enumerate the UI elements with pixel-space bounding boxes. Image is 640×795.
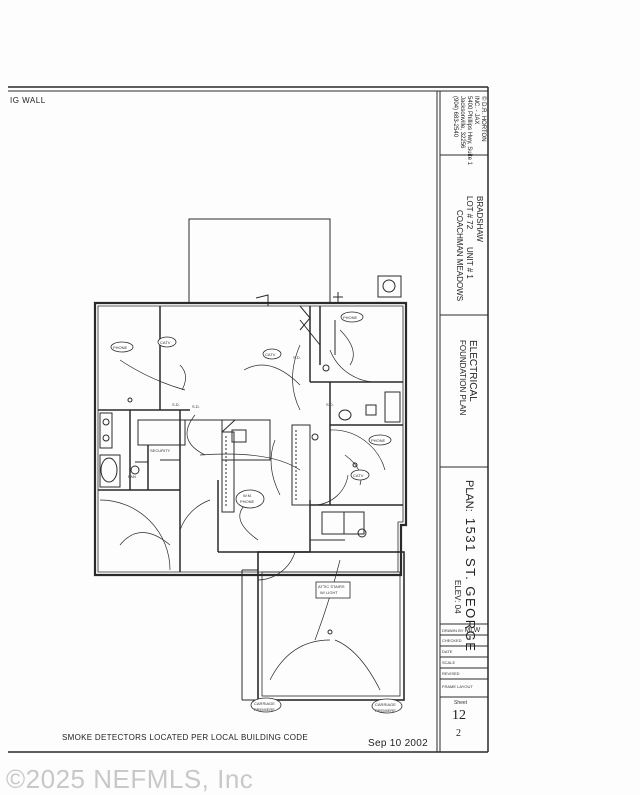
catv-label-1: CATV [160, 340, 171, 345]
sheet-title-2: ELECTRICAL [467, 340, 478, 402]
carriage-label-left: CARRIAGE [254, 701, 275, 706]
title-block-client: BRADSHAW [475, 196, 484, 242]
phone-label-1: PHONE [113, 345, 128, 350]
sd-label-2: S.D. [192, 404, 200, 409]
revised-row: REVISED [442, 671, 460, 676]
frame-layout-row: FRAME LAYOUT [442, 684, 473, 689]
house-outer-wall [93, 301, 408, 577]
date-row: DATE [442, 649, 453, 654]
ac-pad [377, 275, 402, 298]
garage-outline [257, 551, 405, 701]
wm-phone-label: PHONE [240, 499, 255, 504]
elevation-row: ELEV: 04 [453, 580, 462, 614]
sheet-label: Sheet [454, 700, 468, 706]
fan-label: FAN [128, 474, 136, 479]
phone-label-3: PHONE [371, 438, 386, 443]
sheet-number: 12 [452, 708, 466, 723]
checked-row: CHECKED [442, 638, 462, 643]
title-block-firm: © D.R. HORTON INC. - JAX 5400 Phillips H… [452, 96, 486, 165]
drawn-by-row: DRAWN BY MLW [442, 627, 481, 634]
sd-label-1: S.D. [172, 402, 180, 407]
attic-label: ATTIC STAIRS [318, 584, 345, 589]
catv-label-3: CATV [353, 473, 364, 478]
top-note: IG WALL [10, 96, 46, 105]
phone-label-2: PHONE [343, 315, 358, 320]
attic-light-label: W/ LIGHT [320, 590, 338, 595]
wm-label: W.M. [243, 493, 253, 498]
title-block-subdivision: COACHMAN MEADOWS [455, 210, 464, 302]
smoke-detector-note: SMOKE DETECTORS LOCATED PER LOCAL BUILDI… [62, 733, 308, 742]
sd-label-4: S.D. [326, 402, 334, 407]
scale-row: SCALE [442, 660, 456, 665]
premiere-label-left: PREMIERE [254, 707, 275, 712]
sheet-title-1: FOUNDATION PLAN [458, 340, 467, 416]
sd-label-3: S.D. [293, 355, 301, 360]
catv-label-2: CATV [265, 352, 276, 357]
drawing-date: Sep 10 2002 [368, 738, 429, 749]
rear-patio-outline [188, 218, 331, 304]
sheet-of: 2 [456, 728, 461, 739]
carriage-label-right: CARRIAGE [375, 702, 396, 707]
watermark: ©2025 NEFMLS, Inc [6, 764, 254, 794]
security-label: SECURITY [150, 448, 171, 453]
title-block-lot: LOT # 72 UNIT # 1 [465, 196, 474, 279]
premiere-label-right: PREMIERE [375, 708, 396, 713]
